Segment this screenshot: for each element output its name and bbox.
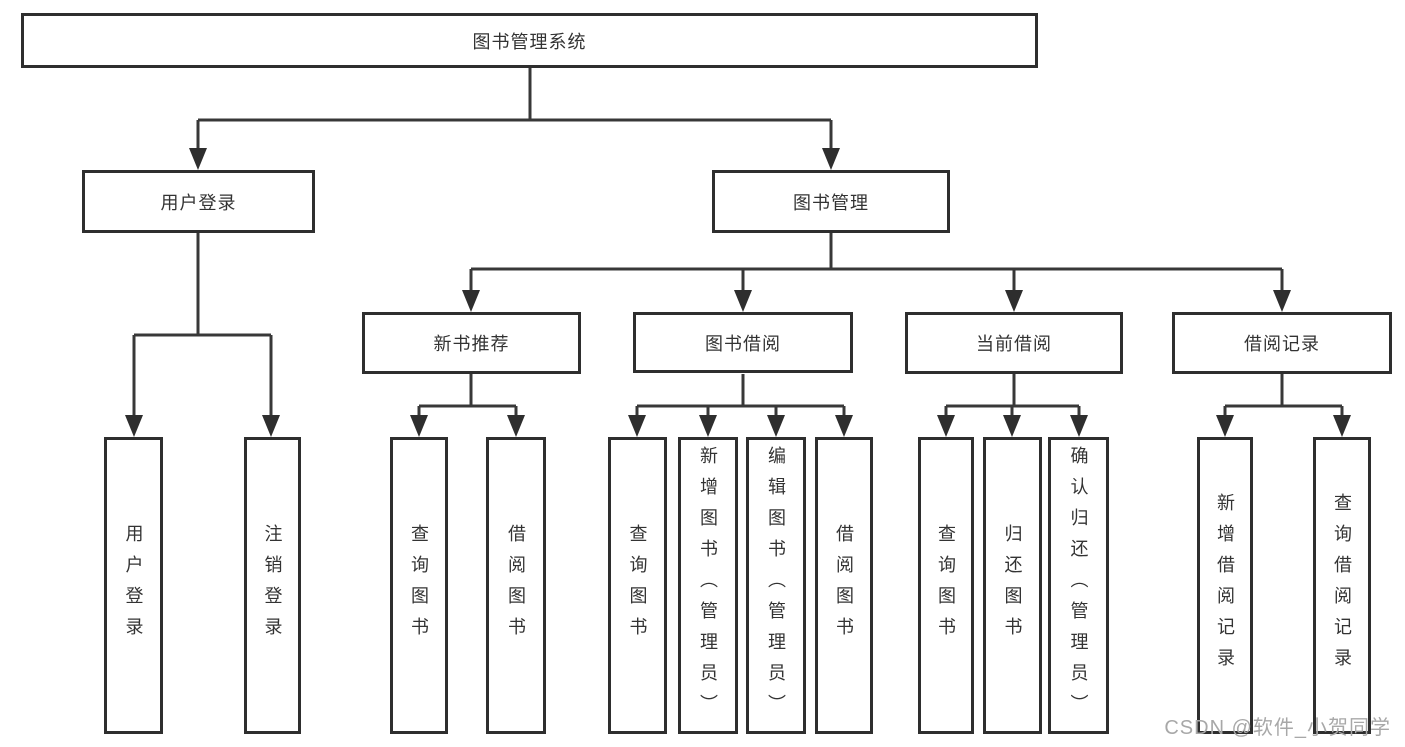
node-library-management-system: 图书管理系统 bbox=[21, 13, 1038, 68]
arrow-down-icon bbox=[1333, 415, 1351, 437]
connector-book-borrowing-to-leaves bbox=[628, 374, 853, 437]
arrow-down-icon bbox=[822, 148, 840, 170]
arrow-down-icon bbox=[734, 290, 752, 312]
connector-book-management-to-level3 bbox=[462, 233, 1291, 312]
arrow-down-icon bbox=[1005, 290, 1023, 312]
node-label: 查询图书 bbox=[627, 523, 648, 648]
leaf-borrow-books-recommend: 借阅图书 bbox=[486, 437, 546, 734]
arrow-down-icon bbox=[189, 148, 207, 170]
node-label: 查询图书 bbox=[409, 523, 429, 648]
node-label: 注销登录 bbox=[262, 523, 283, 648]
leaf-query-books-recommend: 查询图书 bbox=[390, 437, 448, 734]
leaf-query-books-borrowing: 查询图书 bbox=[608, 437, 667, 734]
arrow-down-icon bbox=[1273, 290, 1291, 312]
arrow-down-icon bbox=[628, 415, 646, 437]
node-label: 新增图书（管理员） bbox=[698, 446, 718, 725]
node-label: 借阅图书 bbox=[834, 523, 854, 648]
node-label: 归还图书 bbox=[1002, 523, 1023, 648]
connector-user-login-to-leaves bbox=[125, 233, 280, 437]
leaf-edit-books-admin: 编辑图书（管理员） bbox=[746, 437, 806, 734]
node-new-book-recommendation: 新书推荐 bbox=[362, 312, 581, 374]
connector-current-borrowing-to-leaves bbox=[937, 374, 1088, 437]
leaf-add-borrow-record: 新增借阅记录 bbox=[1197, 437, 1253, 734]
arrow-down-icon bbox=[125, 415, 143, 437]
arrow-down-icon bbox=[699, 415, 717, 437]
leaf-add-books-admin: 新增图书（管理员） bbox=[678, 437, 738, 734]
leaf-confirm-return-admin: 确认归还（管理员） bbox=[1048, 437, 1109, 734]
arrow-down-icon bbox=[835, 415, 853, 437]
connector-root-to-level2 bbox=[189, 68, 840, 170]
node-current-borrowing: 当前借阅 bbox=[905, 312, 1123, 374]
node-label: 借阅记录 bbox=[1244, 334, 1320, 354]
node-label: 图书管理系统 bbox=[472, 31, 587, 52]
node-label: 当前借阅 bbox=[976, 334, 1052, 354]
arrow-down-icon bbox=[1216, 415, 1234, 437]
leaf-query-books-current: 查询图书 bbox=[918, 437, 974, 734]
node-label: 用户登录 bbox=[123, 523, 144, 648]
leaf-borrow-books-borrowing: 借阅图书 bbox=[815, 437, 873, 734]
node-label: 新增借阅记录 bbox=[1215, 492, 1235, 679]
arrow-down-icon bbox=[1003, 415, 1021, 437]
csdn-watermark: CSDN @软件_小贺同学 bbox=[1164, 717, 1391, 739]
connector-borrowing-records-to-leaves bbox=[1216, 374, 1351, 437]
node-label: 用户登录 bbox=[160, 192, 237, 213]
node-book-management: 图书管理 bbox=[712, 170, 950, 233]
leaf-query-borrow-record: 查询借阅记录 bbox=[1313, 437, 1371, 734]
leaf-logout: 注销登录 bbox=[244, 437, 301, 734]
node-label: 新书推荐 bbox=[433, 334, 510, 354]
arrow-down-icon bbox=[507, 415, 525, 437]
arrow-down-icon bbox=[462, 290, 480, 312]
leaf-user-login: 用户登录 bbox=[104, 437, 163, 734]
leaf-return-books: 归还图书 bbox=[983, 437, 1042, 734]
node-label: 图书管理 bbox=[793, 192, 869, 213]
arrow-down-icon bbox=[767, 415, 785, 437]
node-user-login: 用户登录 bbox=[82, 170, 315, 233]
node-label: 编辑图书（管理员） bbox=[766, 446, 786, 725]
node-borrowing-records: 借阅记录 bbox=[1172, 312, 1392, 374]
node-label: 借阅图书 bbox=[506, 523, 526, 648]
node-label: 确认归还（管理员） bbox=[1068, 446, 1089, 725]
node-label: 查询图书 bbox=[936, 523, 956, 648]
node-label: 图书借阅 bbox=[705, 333, 781, 354]
connector-new-book-recommendation-to-leaves bbox=[410, 374, 525, 437]
arrow-down-icon bbox=[937, 415, 955, 437]
node-label: 查询借阅记录 bbox=[1332, 492, 1352, 679]
arrow-down-icon bbox=[1070, 415, 1088, 437]
arrow-down-icon bbox=[410, 415, 428, 437]
arrow-down-icon bbox=[262, 415, 280, 437]
node-book-borrowing: 图书借阅 bbox=[633, 312, 853, 373]
